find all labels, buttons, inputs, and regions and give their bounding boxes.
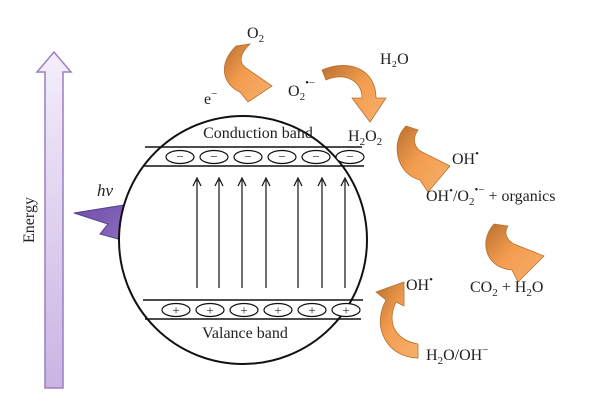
excitation-arrow (237, 176, 247, 288)
hole-sign: + (206, 303, 213, 318)
species-water-hydroxide: H2O/OH− (426, 344, 488, 367)
species-electron: e− (204, 88, 217, 108)
curved-arrow-organics-degradation (485, 223, 545, 283)
electron-sign: − (278, 149, 285, 164)
curved-arrow-peroxide-to-hydroxyl (396, 125, 451, 193)
excitation-arrow (261, 176, 271, 288)
energy-label: Energy (21, 197, 38, 243)
electron-sign: − (210, 149, 217, 164)
curved-arrow-o2-reduction (223, 43, 273, 103)
hole: + (297, 303, 327, 318)
semiconductor-particle (118, 115, 368, 365)
electron: − (301, 149, 331, 165)
electron: − (267, 149, 297, 165)
conduction-band-label: Conduction band (203, 125, 313, 142)
curved-arrow-water-oxidation (375, 281, 419, 359)
species-water-top: H₂O (380, 51, 409, 68)
excitation-arrow (340, 176, 350, 288)
species-radicals-organics: OH•/O2•− + organics (426, 184, 555, 208)
excitation-arrow (293, 176, 303, 288)
hole: + (161, 303, 191, 318)
species-products: CO2 + H2O (470, 279, 543, 299)
electron-sign: − (176, 149, 183, 164)
species-hydroxyl-radical-bottom: OH• (406, 274, 433, 294)
hole: + (195, 303, 225, 318)
electron: − (199, 149, 229, 165)
electron-sign: − (244, 149, 251, 164)
hole-sign: + (342, 303, 349, 318)
hole-row: + + + + + + (161, 303, 361, 318)
hole-sign: + (240, 303, 247, 318)
hole-sign: + (308, 303, 315, 318)
electron: − (335, 149, 365, 165)
excitation-arrow (317, 176, 327, 288)
photon-label: hν (97, 181, 114, 200)
hole: + (229, 303, 259, 318)
electron: − (165, 149, 195, 165)
species-hydrogen-peroxide: H2O2 (348, 128, 382, 148)
valance-band-label: Valance band (202, 325, 288, 342)
electron-row: −−−−−− (165, 149, 365, 165)
excitation-arrows (192, 176, 350, 288)
excitation-arrow (192, 176, 202, 288)
excitation-arrow (214, 176, 224, 288)
electron-sign: − (346, 149, 353, 164)
reaction-arrows (223, 43, 545, 359)
species-hydroxyl-radical-top: OH• (452, 148, 479, 168)
electron-sign: − (312, 149, 319, 164)
hole-sign: + (172, 303, 179, 318)
species-superoxide: O2•− (288, 77, 315, 103)
curved-arrow-superoxide-to-peroxide (321, 65, 387, 123)
hole-sign: + (274, 303, 281, 318)
hole: + (263, 303, 293, 318)
species-o2: O2 (247, 25, 264, 45)
electron: − (233, 149, 263, 165)
energy-arrow (35, 50, 73, 389)
hole: + (331, 303, 361, 318)
